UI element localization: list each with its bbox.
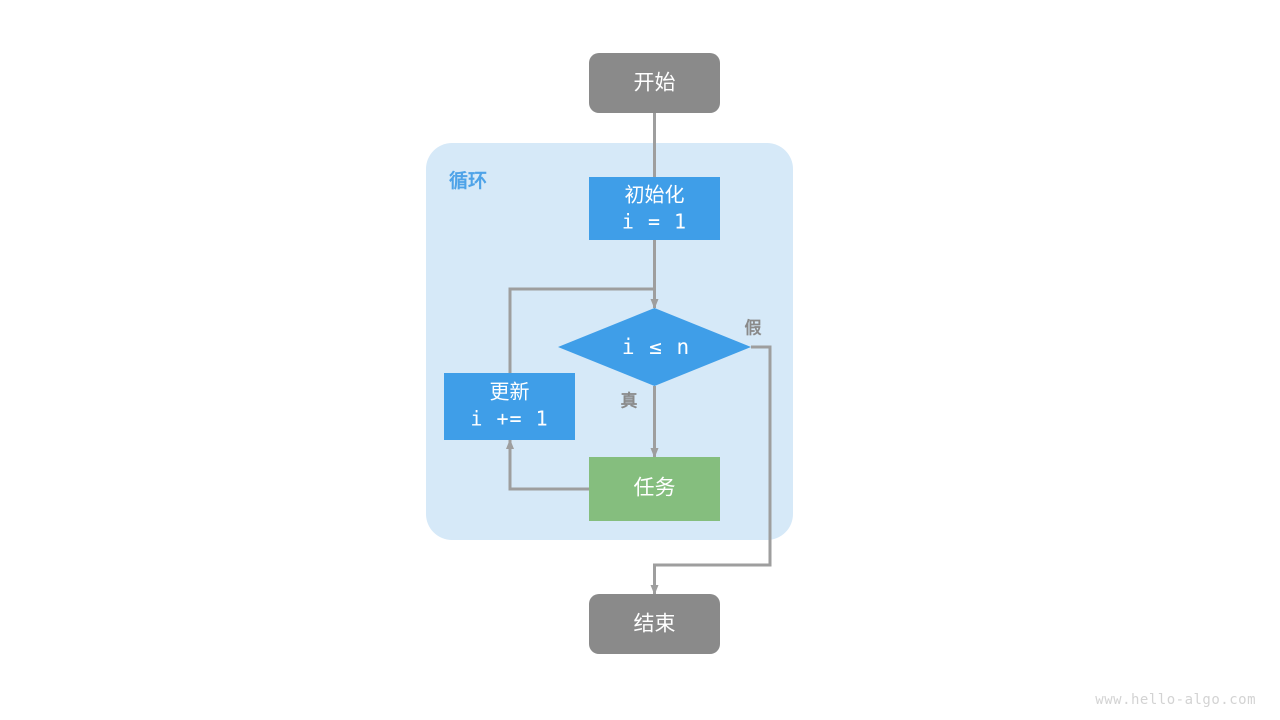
node-update[interactable]: 更新 i += 1 bbox=[444, 373, 575, 440]
loop-group-title: 循环 bbox=[449, 169, 487, 192]
node-task-label: 任务 bbox=[634, 477, 676, 500]
node-update-label-line2: i += 1 bbox=[470, 407, 548, 431]
node-update-shape bbox=[444, 373, 575, 440]
node-init-label-line2: i = 1 bbox=[622, 210, 687, 234]
node-start-shape bbox=[589, 53, 720, 113]
node-end-label: 结束 bbox=[634, 613, 676, 636]
edge-label-true: 真 bbox=[621, 390, 638, 410]
node-end[interactable]: 结束 bbox=[589, 594, 720, 654]
node-init-shape bbox=[589, 177, 720, 240]
edge-condition-to-end bbox=[650, 345, 772, 595]
node-condition-label: i ≤ n bbox=[622, 335, 690, 359]
node-start-label: 开始 bbox=[634, 72, 676, 95]
node-init-label-line1: 初始化 bbox=[625, 183, 685, 206]
node-task[interactable]: 任务 bbox=[589, 457, 720, 521]
node-condition[interactable]: i ≤ n bbox=[558, 308, 751, 386]
edge-task-to-update bbox=[506, 439, 589, 491]
node-start[interactable]: 开始 bbox=[589, 53, 720, 113]
node-update-label-line1: 更新 bbox=[490, 380, 530, 403]
node-end-shape bbox=[589, 594, 720, 654]
site-watermark: www.hello-algo.com bbox=[1095, 692, 1256, 708]
node-condition-shape bbox=[558, 308, 751, 386]
edge-label-false: 假 bbox=[745, 317, 762, 337]
edge-update-to-condition bbox=[508, 287, 655, 373]
node-init[interactable]: 初始化 i = 1 bbox=[589, 177, 720, 240]
node-task-shape bbox=[589, 457, 720, 521]
